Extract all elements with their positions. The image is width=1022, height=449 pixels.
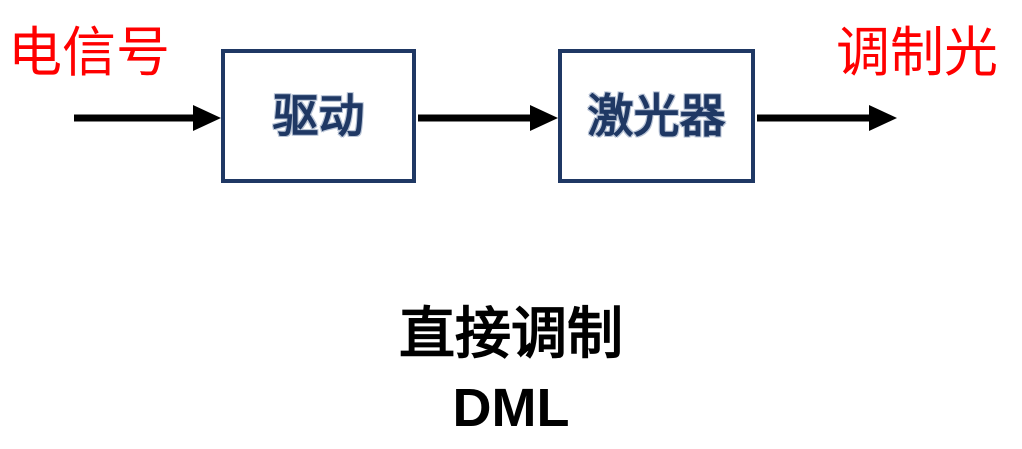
block-driver: 驱动 xyxy=(221,49,416,183)
input-endpoint-label: 电信号 xyxy=(8,21,170,84)
output-endpoint-label: 调制光 xyxy=(836,21,998,84)
arrow-driver-to-laser-icon xyxy=(418,105,558,131)
arrow-input-to-driver-icon xyxy=(74,105,221,131)
block-laser-label: 激光器 xyxy=(587,89,726,143)
caption-chinese: 直接调制 xyxy=(399,302,623,367)
arrow-laser-to-output-icon xyxy=(757,105,897,131)
block-laser: 激光器 xyxy=(558,49,755,183)
caption-acronym: DML xyxy=(452,378,570,438)
block-driver-label: 驱动 xyxy=(272,89,365,143)
